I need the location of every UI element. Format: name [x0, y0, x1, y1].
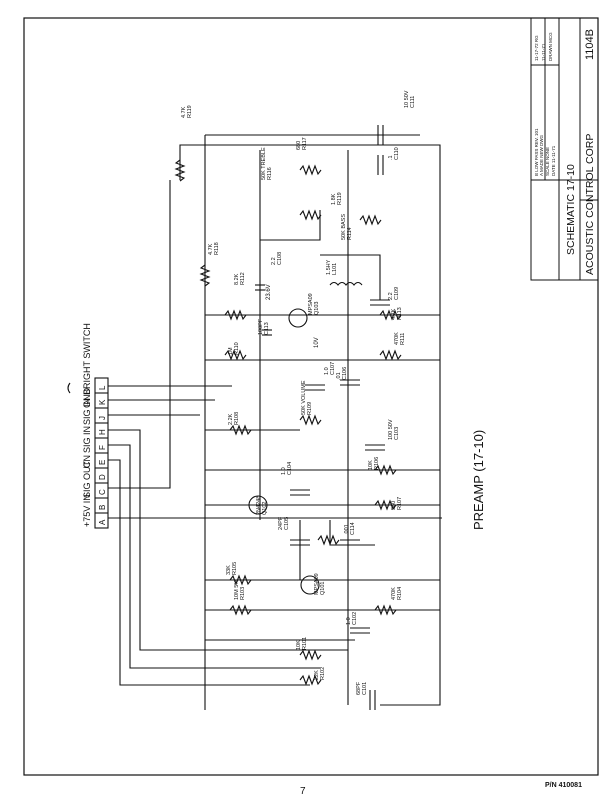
component-label-r119: 1.8KR119	[331, 192, 343, 205]
title-block-note-2: A MADE NEW DWG	[539, 134, 544, 176]
component-label-r116: 50K TREBLER116	[261, 147, 273, 180]
component-label-c101: 68PFC101	[356, 681, 368, 695]
component-label-r102: 22KR102	[314, 667, 326, 680]
pin-label-h: SIG IN	[82, 426, 92, 453]
component-label-l101: 1.5HYL101	[326, 259, 338, 275]
pin-j: J	[98, 416, 107, 420]
component-label-q102: 2N4248Q102	[256, 496, 268, 515]
pin-label-j: SIG IN	[82, 398, 92, 425]
pin-b: B	[98, 505, 107, 510]
pin-f: F	[98, 445, 107, 450]
test-voltage: 10V	[314, 337, 320, 348]
pin-label-a: +75V IN	[82, 494, 92, 527]
title-block: ACOUSTIC CONTROL CORP 1104B SCHEMATIC 17…	[530, 17, 599, 281]
pin-label-l: BRIGHT SWITCH	[82, 323, 92, 395]
component-labels: 4.7KR119 4.7KR118 50K TREBLER116 680R117 1.8…	[181, 90, 416, 695]
component-label-q101: MPSA09Q101	[314, 573, 326, 595]
title-block-title: SCHEMATIC 17-10	[565, 164, 577, 255]
component-label-c105: 24PFC105	[278, 516, 290, 530]
supply-label: 23.6V	[266, 284, 272, 300]
title-block-company: ACOUSTIC CONTROL CORP	[584, 134, 596, 275]
component-label-r110: 1MR110	[228, 342, 240, 355]
component-label-r118: 4.7KR118	[208, 242, 220, 255]
capacitor-symbols	[255, 125, 390, 710]
inductor-symbol	[329, 281, 363, 286]
pin-l: L	[98, 385, 107, 390]
component-label-r107: 560R107	[391, 497, 403, 510]
component-label-r119: 4.7KR119	[181, 105, 193, 118]
component-label-c109: 2.2C109	[388, 287, 400, 300]
pin-c: C	[98, 489, 107, 495]
title-block-approval-3: DRAWN MCG	[548, 32, 553, 61]
component-label-c111: 10 50VC111	[404, 90, 416, 108]
component-label-c107: 1.0C107	[324, 362, 336, 375]
bright-brace	[67, 382, 71, 394]
component-label-q103: MPSA09Q103	[308, 293, 320, 315]
page-number: 7	[300, 786, 306, 797]
component-label-r112: 8.2KR112	[234, 272, 246, 285]
pin-label-e: CN	[82, 455, 92, 468]
pin-label-k: GND	[82, 388, 92, 409]
title-block-note-3: SCALE NONE	[545, 147, 550, 176]
component-label-r111: 470KR111	[394, 332, 406, 345]
pin-k: K	[98, 399, 107, 405]
connector-wires	[108, 180, 442, 686]
title-block-approval-2: 11-11-71	[541, 43, 546, 61]
title-block-note-1: B LOW PASS REV. 101	[534, 128, 539, 176]
component-label-r117: 680R117	[296, 137, 308, 150]
drawing-border	[23, 17, 599, 776]
title-block-approval-1: 11-17-72 RG	[534, 35, 539, 61]
component-label-r108: 2.2KR108	[228, 412, 240, 425]
circuit-wiring	[179, 134, 441, 710]
connector-strip: A B C D E F H J K L +75V IN SIG OUT CN S…	[67, 323, 109, 529]
component-label-c108: 2.2C108	[271, 252, 283, 265]
diagram-label: PREAMP (17-10)	[471, 430, 486, 530]
pin-d: D	[98, 474, 107, 480]
component-label-c113: 100PFC113	[258, 318, 270, 335]
component-label-r103: 10M 5%R103	[234, 580, 246, 600]
component-label-r106: 10KR106	[368, 457, 380, 470]
resistor-symbols	[174, 159, 402, 686]
component-label-r114: 50K BASSR114	[341, 214, 353, 240]
component-label-c102: 1.0C102	[346, 612, 358, 625]
component-label-r104: 470KR104	[391, 587, 403, 600]
component-label-r105: 33KR105	[226, 562, 238, 575]
component-label-c104: 1.0C104	[281, 462, 293, 475]
pin-label-c: SIG OUT	[82, 460, 92, 498]
pin-a: A	[98, 519, 107, 525]
title-block-note-4: DATE 11-11-71	[551, 145, 556, 176]
part-number: P/N 410081	[545, 782, 582, 789]
component-label-c106: .01C106	[336, 367, 348, 380]
component-label-c110: .1C110	[388, 147, 400, 160]
component-label-r113: 4.7KR113	[391, 307, 403, 320]
transistor-symbols	[248, 308, 320, 595]
pin-e: E	[98, 460, 107, 465]
title-block-drawing-number: 1104B	[584, 29, 596, 60]
component-label-c114: .001C114	[344, 522, 356, 535]
component-label-r109: 50K VOLUMER109	[301, 380, 313, 415]
component-label-r101: 10KR101	[296, 637, 308, 650]
component-label-c103: 100 50VC103	[388, 419, 400, 440]
pin-h: H	[98, 429, 107, 435]
